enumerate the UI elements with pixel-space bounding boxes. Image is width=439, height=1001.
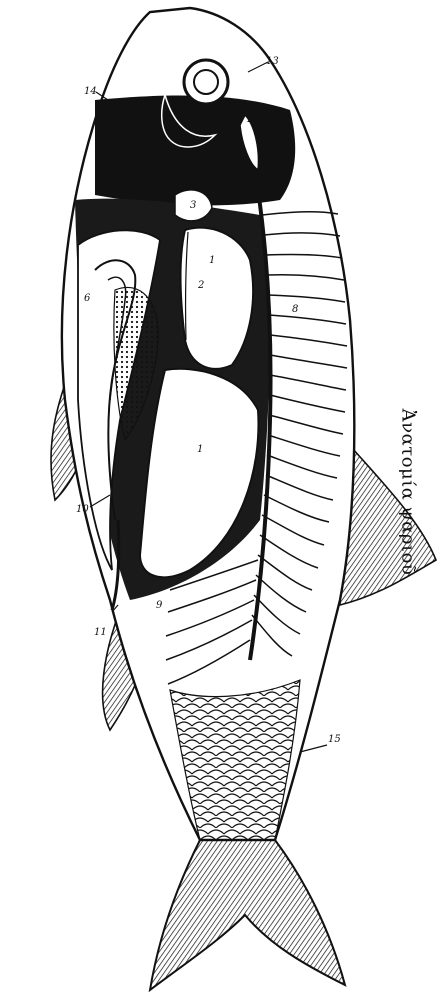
label-8: 8 <box>292 304 298 315</box>
swim-bladder-anterior <box>180 228 253 369</box>
label-12: 12 <box>246 114 259 125</box>
label-11: 11 <box>94 627 107 638</box>
label-1-upper: 1 <box>209 255 215 266</box>
label-15: 15 <box>328 734 341 745</box>
label-13: 13 <box>266 56 279 67</box>
head-cavity <box>95 96 295 206</box>
label-9: 9 <box>156 600 163 611</box>
figure-caption: Ἀνατομία ψαριοῦ <box>398 409 419 576</box>
label-3: 3 <box>190 200 196 211</box>
eye-pupil <box>194 70 218 94</box>
caption-container: Ἀνατομία ψαριοῦ <box>388 372 428 612</box>
label-6: 6 <box>84 293 91 304</box>
label-2: 2 <box>197 280 204 291</box>
label-1-lower: 1 <box>197 444 203 455</box>
tail-fin <box>150 840 345 990</box>
label-14: 14 <box>84 86 97 97</box>
label-10: 10 <box>76 504 89 515</box>
